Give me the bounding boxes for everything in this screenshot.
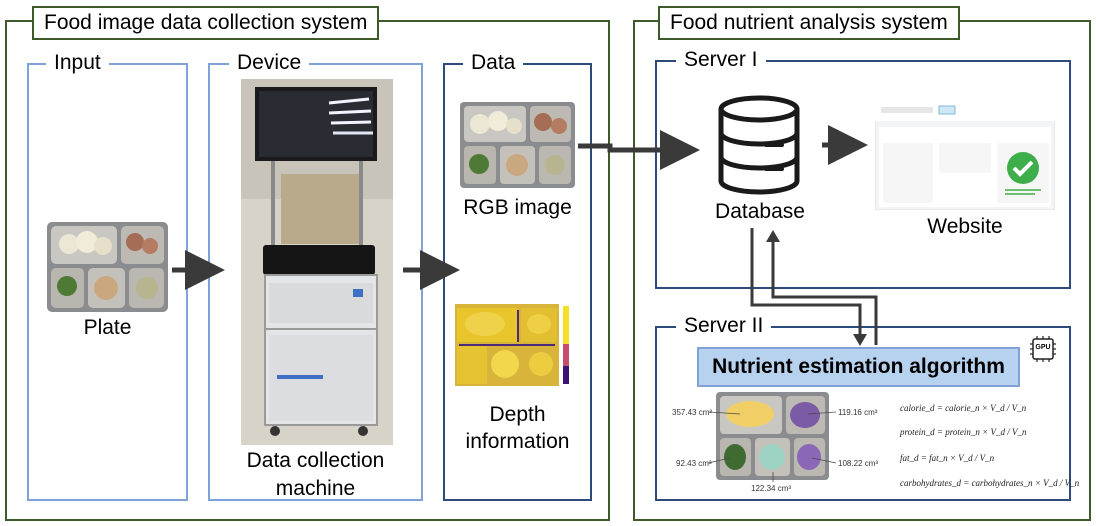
plate-label: Plate bbox=[83, 316, 132, 339]
volume-label-2: 119.16 cm³ bbox=[838, 408, 878, 417]
plate-image bbox=[47, 222, 168, 312]
equation-protein: protein_d = protein_n × V_d / V_n bbox=[900, 427, 1027, 437]
algorithm-box: Nutrient estimation algorithm bbox=[697, 347, 1020, 387]
gpu-icon: GPU bbox=[1028, 335, 1058, 363]
volume-label-3: 92.43 cm³ bbox=[676, 459, 712, 468]
data-title: Data bbox=[463, 51, 524, 75]
depth-label-line1: Depth bbox=[489, 403, 546, 426]
volume-label-5: 122.34 cm³ bbox=[751, 484, 792, 493]
website-label: Website bbox=[927, 215, 1003, 238]
server2-title: Server II bbox=[676, 314, 772, 338]
left-system-title: Food image data collection system bbox=[32, 6, 380, 40]
rgb-image-label: RGB image bbox=[463, 196, 572, 219]
equation-calorie: calorie_d = calorie_n × V_d / V_n bbox=[900, 403, 1027, 413]
database-label: Database bbox=[715, 200, 805, 223]
depth-image bbox=[455, 304, 576, 390]
device-title: Device bbox=[229, 51, 310, 75]
server1-title: Server I bbox=[676, 48, 766, 72]
device-caption-line2: machine bbox=[275, 477, 356, 500]
equation-carbohydrates: carbohydrates_d = carbohydrates_n × V_d … bbox=[900, 478, 1080, 488]
segmented-tray-image bbox=[716, 392, 829, 480]
input-title: Input bbox=[46, 51, 109, 75]
device-caption-line1: Data collection bbox=[246, 449, 385, 472]
volume-label-1: 357.43 cm³ bbox=[672, 408, 713, 417]
arrow-data-to-database bbox=[578, 130, 700, 170]
database-icon bbox=[716, 95, 802, 195]
gpu-label: GPU bbox=[1035, 344, 1051, 351]
volume-label-4: 108.22 cm³ bbox=[838, 459, 879, 468]
website-screenshot bbox=[875, 85, 1055, 210]
server2-box bbox=[655, 326, 1071, 501]
rgb-image bbox=[460, 102, 575, 188]
server1-box bbox=[655, 60, 1071, 289]
arrow-algorithm-to-database bbox=[771, 240, 878, 345]
right-system-title: Food nutrient analysis system bbox=[658, 6, 960, 40]
equation-fat: fat_d = fat_n × V_d / V_n bbox=[900, 453, 995, 463]
arrow-database-to-algorithm bbox=[750, 228, 862, 336]
machine-photo bbox=[241, 79, 393, 445]
depth-label-line2: information bbox=[465, 430, 570, 453]
